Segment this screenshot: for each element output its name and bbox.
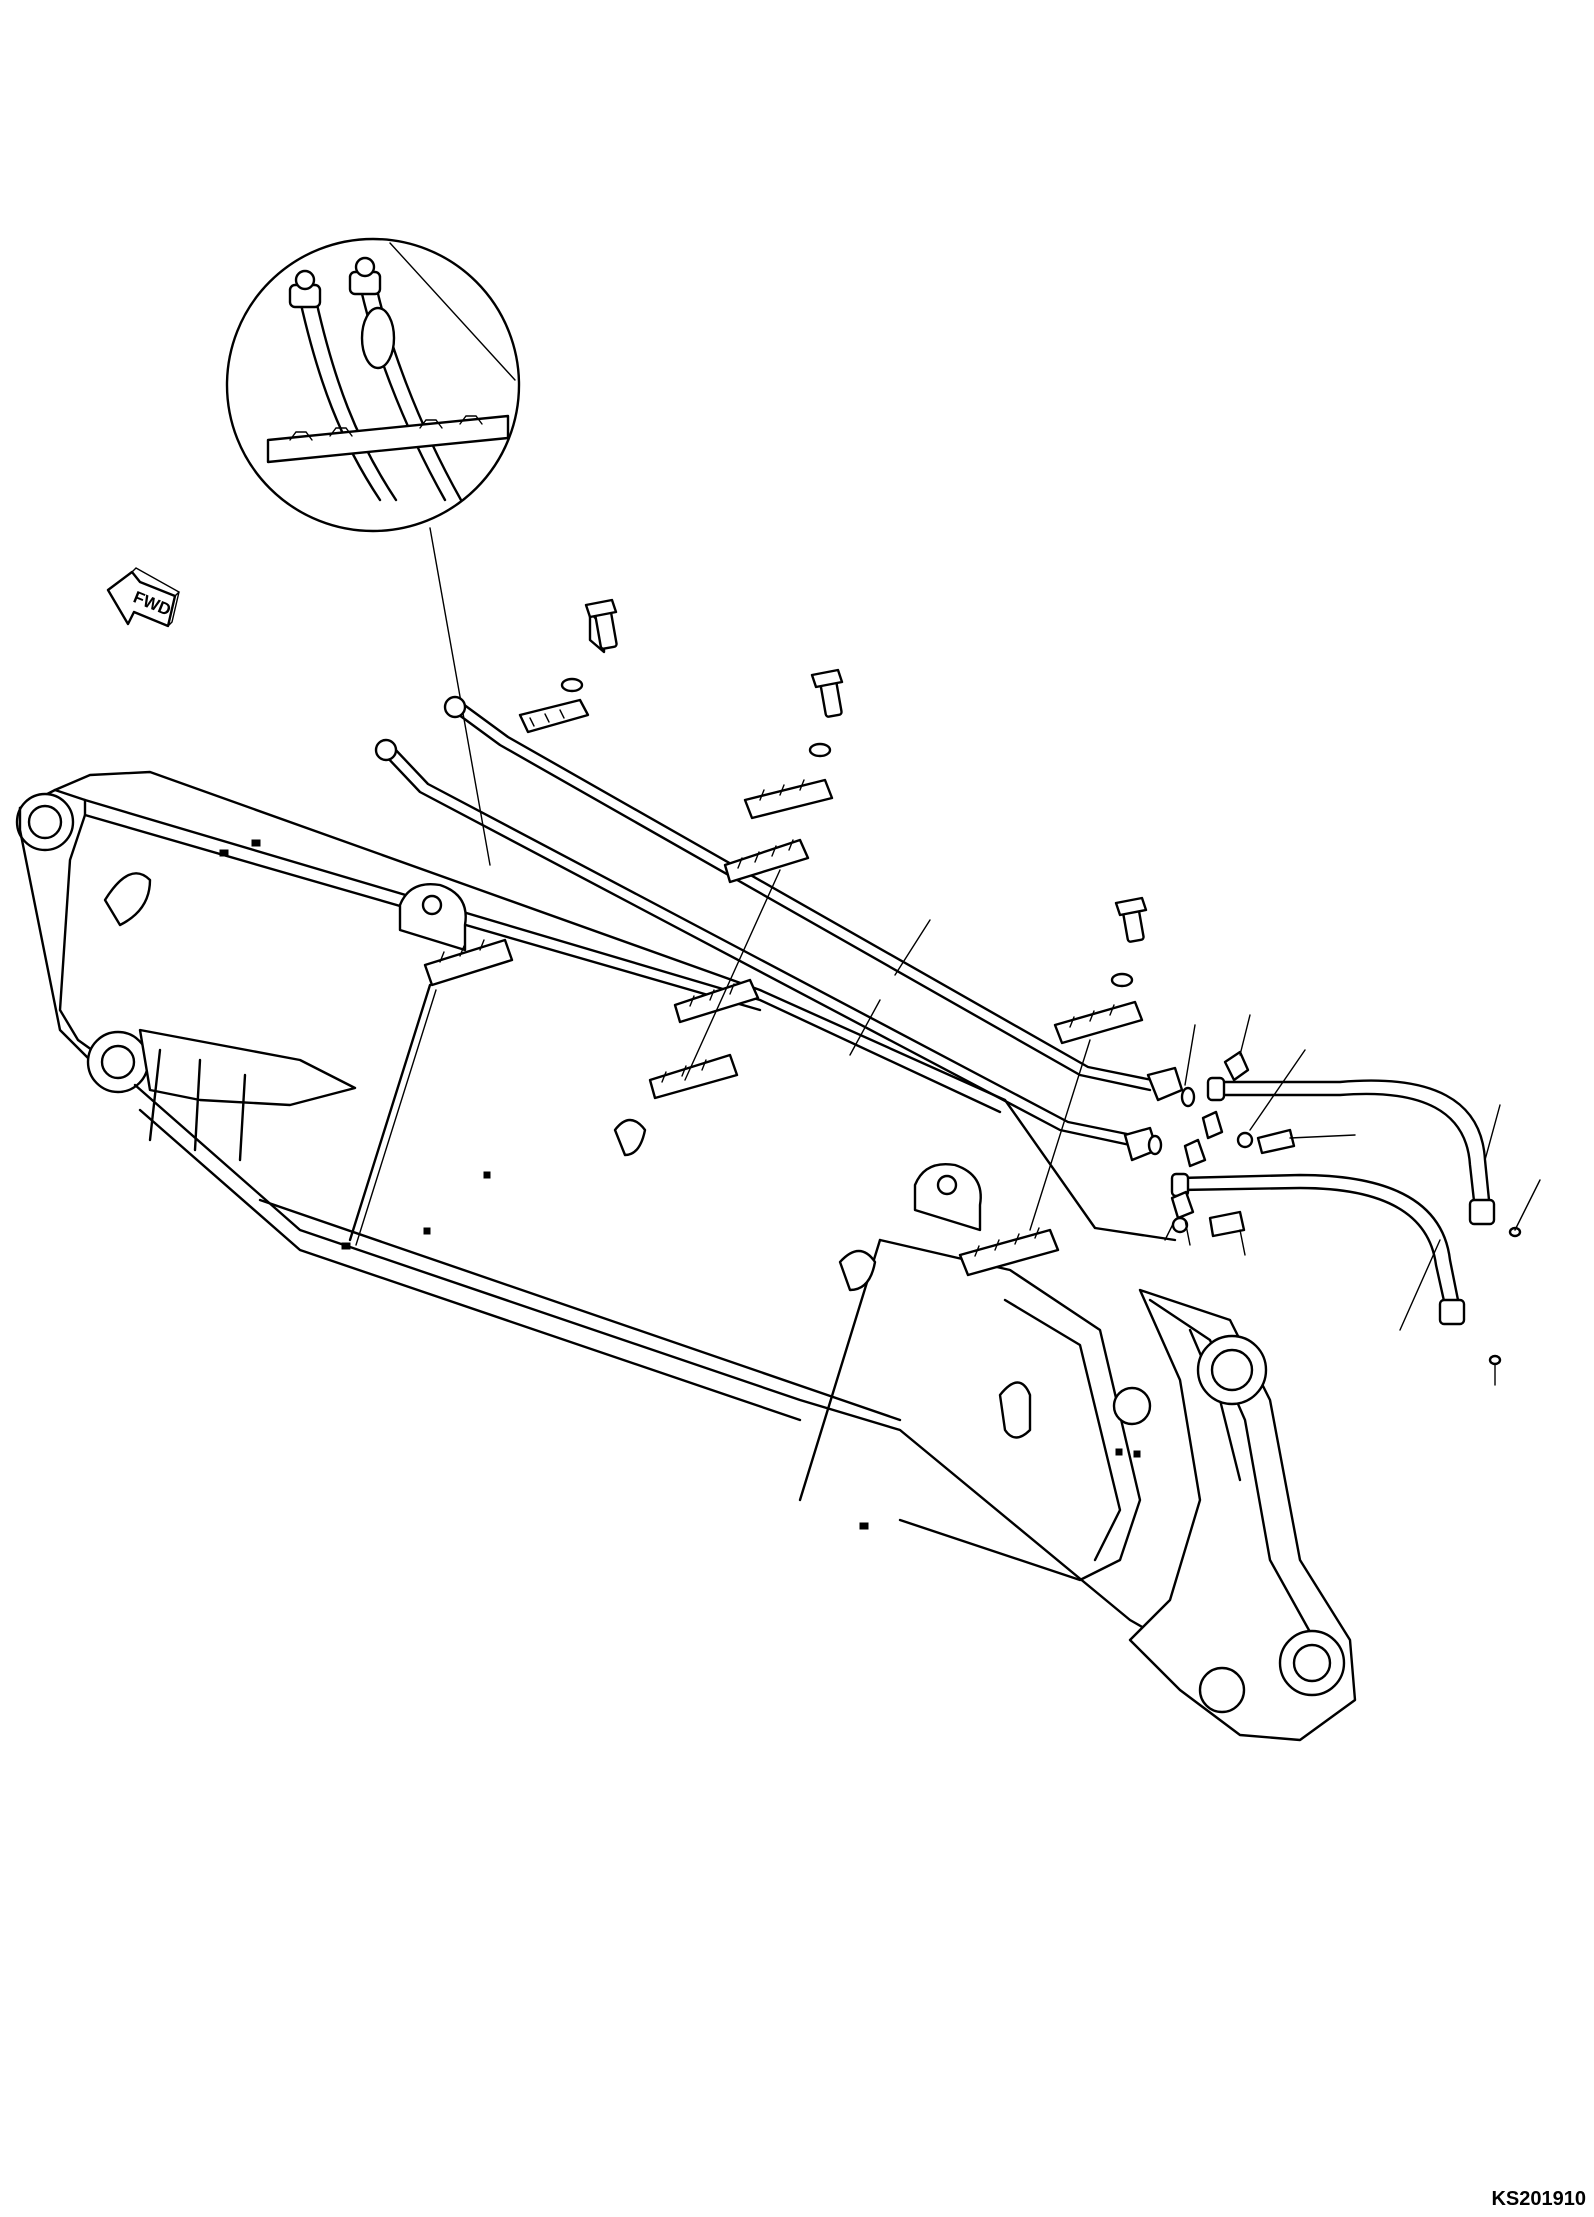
boom-assembly: [15, 770, 1357, 1742]
clamp-set-left: [423, 598, 618, 987]
clamp-set-middle: [648, 668, 844, 1100]
hydraulic-pipes: [374, 695, 1184, 1162]
fwd-direction-arrow-icon: FWD: [106, 567, 181, 628]
clamp-set-right: [958, 896, 1148, 1277]
detail-magnifier: [225, 237, 521, 866]
drawing-code: KS201910: [1491, 2188, 1586, 2210]
callout-leaders: [849, 919, 1541, 1386]
